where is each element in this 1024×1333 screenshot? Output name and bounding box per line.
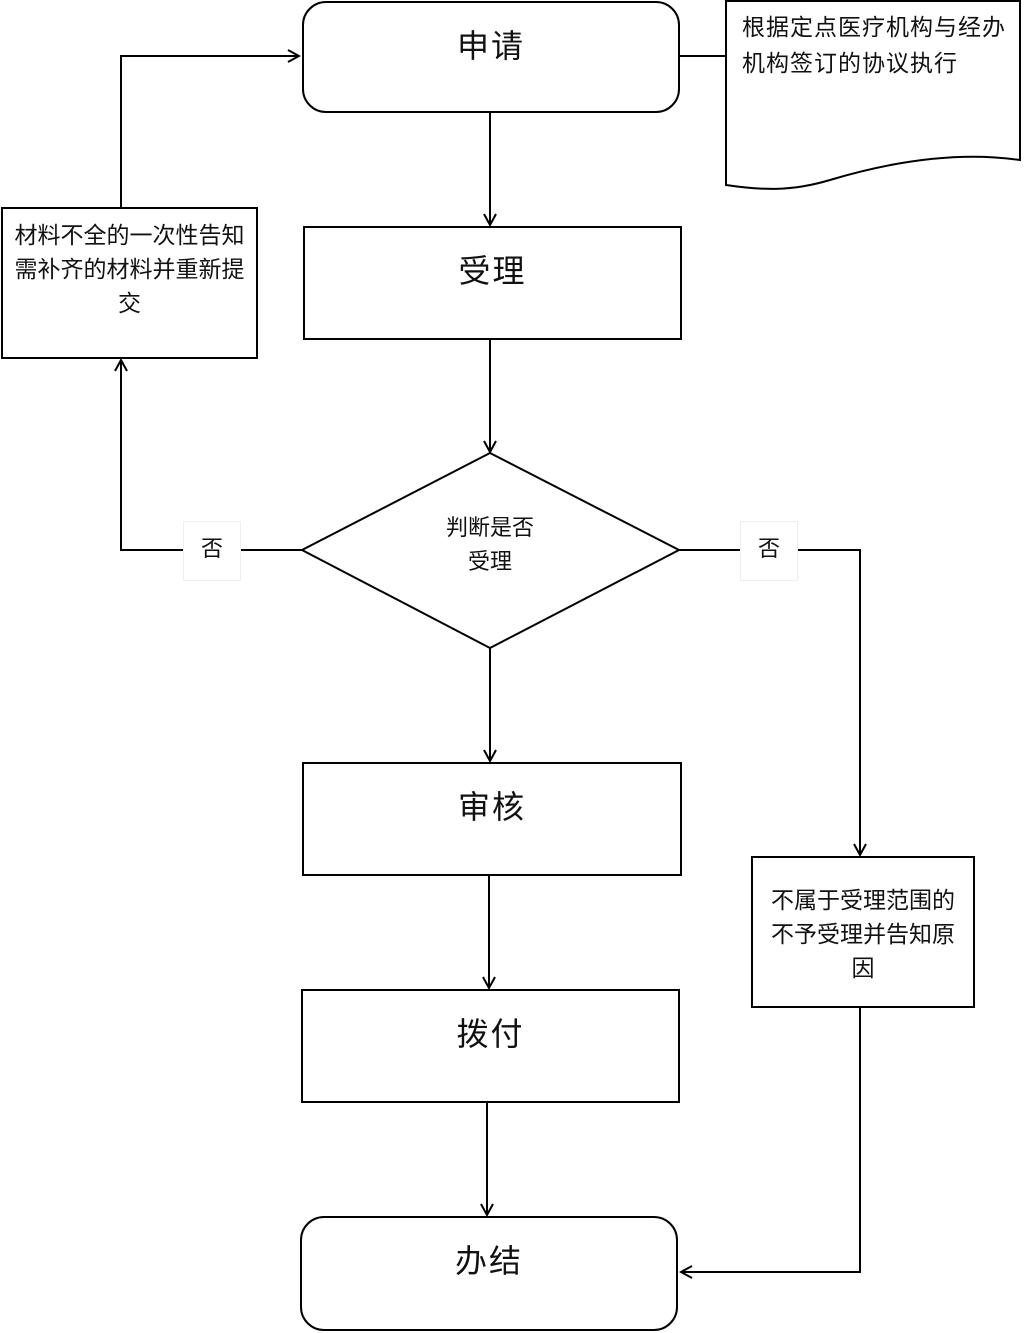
node-incomplete-label: 材料不全的一次性告知需补齐的材料并重新提交 [14, 223, 245, 317]
edge-label-right-no: 否 [740, 521, 798, 581]
node-review: 审核 [302, 762, 682, 876]
note-text: 根据定点医疗机构与经办机构签订的协议执行 [742, 15, 1006, 77]
node-payment: 拨付 [301, 989, 680, 1103]
node-reject-label: 不属于受理范围的不予受理并告知原因 [771, 888, 955, 982]
note-shape [725, 0, 1021, 190]
node-payment-label: 拨付 [456, 1015, 525, 1053]
arrow-decision-reject [679, 549, 860, 855]
arrow-decision-incomplete [121, 360, 302, 551]
arrow-incomplete-apply [120, 56, 299, 207]
decision-line1: 判断是否 [445, 516, 534, 541]
node-complete-label: 办结 [454, 1242, 523, 1280]
node-complete: 办结 [300, 1216, 678, 1331]
node-apply: 申请 [302, 1, 680, 113]
edge-label-left-no: 否 [183, 521, 241, 581]
node-reject: 不属于受理范围的不予受理并告知原因 [751, 856, 975, 1008]
arrow-reject-complete [681, 1007, 861, 1272]
node-accept-label: 受理 [458, 252, 527, 290]
node-apply-label: 申请 [456, 27, 525, 65]
node-accept: 受理 [303, 226, 682, 340]
decision-text: 判断是否 受理 [390, 512, 590, 580]
node-review-label: 审核 [457, 788, 526, 826]
decision-line2: 受理 [467, 550, 512, 575]
node-incomplete: 材料不全的一次性告知需补齐的材料并重新提交 [1, 207, 258, 359]
